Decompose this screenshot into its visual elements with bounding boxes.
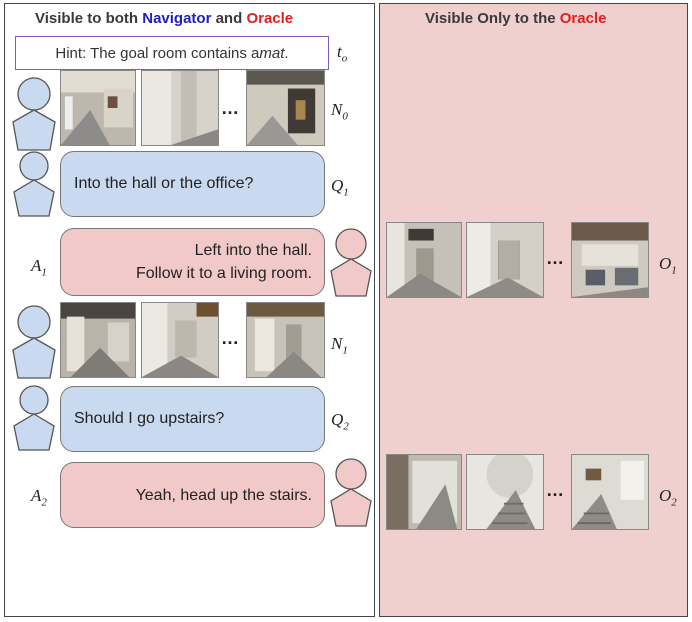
header-and: and: [211, 10, 247, 27]
navigator-avatar-icon: [12, 305, 56, 379]
question-text-q2: Should I go upstairs?: [74, 410, 225, 427]
navigator-view-image-4: [60, 302, 136, 378]
navigator-view-image-1: [60, 70, 136, 146]
image-ellipsis: …: [221, 328, 240, 348]
label-a2: A2: [31, 486, 47, 509]
header-prefix: Visible Only to the: [425, 10, 560, 27]
navigator-avatar-icon: [13, 151, 55, 217]
hint-box: Hint: The goal room contains a mat.: [15, 36, 329, 70]
oracle-view-image-2: [466, 222, 544, 298]
shared-panel: Visible to both Navigator and Oracle Hin…: [4, 3, 375, 617]
oracle-view-image-1: [386, 222, 462, 298]
answer-a1-line2: Follow it to a living room.: [135, 265, 312, 282]
answer-a1-line1: Left into the hall.: [194, 242, 312, 259]
hint-object: mat: [259, 44, 285, 62]
oracle-view-image-5: [466, 454, 544, 530]
oracle-avatar-icon: [330, 228, 372, 297]
oracle-avatar-icon: [330, 458, 372, 527]
label-n0: N0: [331, 100, 348, 123]
question-bubble-q2: Should I go upstairs?: [60, 386, 325, 452]
header-prefix: Visible to both: [35, 10, 143, 27]
image-ellipsis: …: [221, 98, 240, 118]
hint-period: .: [284, 44, 289, 62]
label-a1: A1: [31, 256, 47, 279]
header-oracle: Oracle: [559, 10, 607, 27]
label-o1: O1: [659, 254, 677, 277]
navigator-view-image-5: [141, 302, 219, 378]
image-ellipsis: …: [546, 248, 565, 268]
answer-text-a1: Left into the hall. Follow it to a livin…: [136, 239, 312, 285]
navigator-view-image-6: [246, 302, 325, 378]
label-q1: Q1: [331, 176, 349, 199]
label-t0: to: [337, 42, 348, 65]
oracle-view-image-3: [571, 222, 649, 298]
navigator-avatar-icon: [13, 385, 55, 451]
label-q2: Q2: [331, 410, 349, 433]
navigator-avatar-icon: [12, 77, 56, 151]
oracle-view-image-6: [571, 454, 649, 530]
oracle-view-image-4: [386, 454, 462, 530]
label-o2: O2: [659, 486, 677, 509]
header-oracle: Oracle: [246, 10, 294, 27]
image-ellipsis: …: [546, 480, 565, 500]
answer-bubble-a1: Left into the hall. Follow it to a livin…: [60, 228, 325, 296]
label-n1: N1: [331, 334, 348, 357]
oracle-only-panel: Visible Only to the Oracle … O1 … O2: [379, 3, 688, 617]
question-bubble-q1: Into the hall or the office?: [60, 151, 325, 217]
shared-panel-header: Visible to both Navigator and Oracle: [35, 10, 293, 27]
navigator-view-image-3: [246, 70, 325, 146]
oracle-panel-header: Visible Only to the Oracle: [425, 10, 606, 27]
hint-text: Hint: The goal room contains a: [55, 44, 260, 62]
answer-bubble-a2: Yeah, head up the stairs.: [60, 462, 325, 528]
answer-text-a2: Yeah, head up the stairs.: [135, 486, 312, 504]
header-navigator: Navigator: [142, 10, 212, 27]
navigator-view-image-2: [141, 70, 219, 146]
question-text-q1: Into the hall or the office?: [74, 175, 254, 192]
